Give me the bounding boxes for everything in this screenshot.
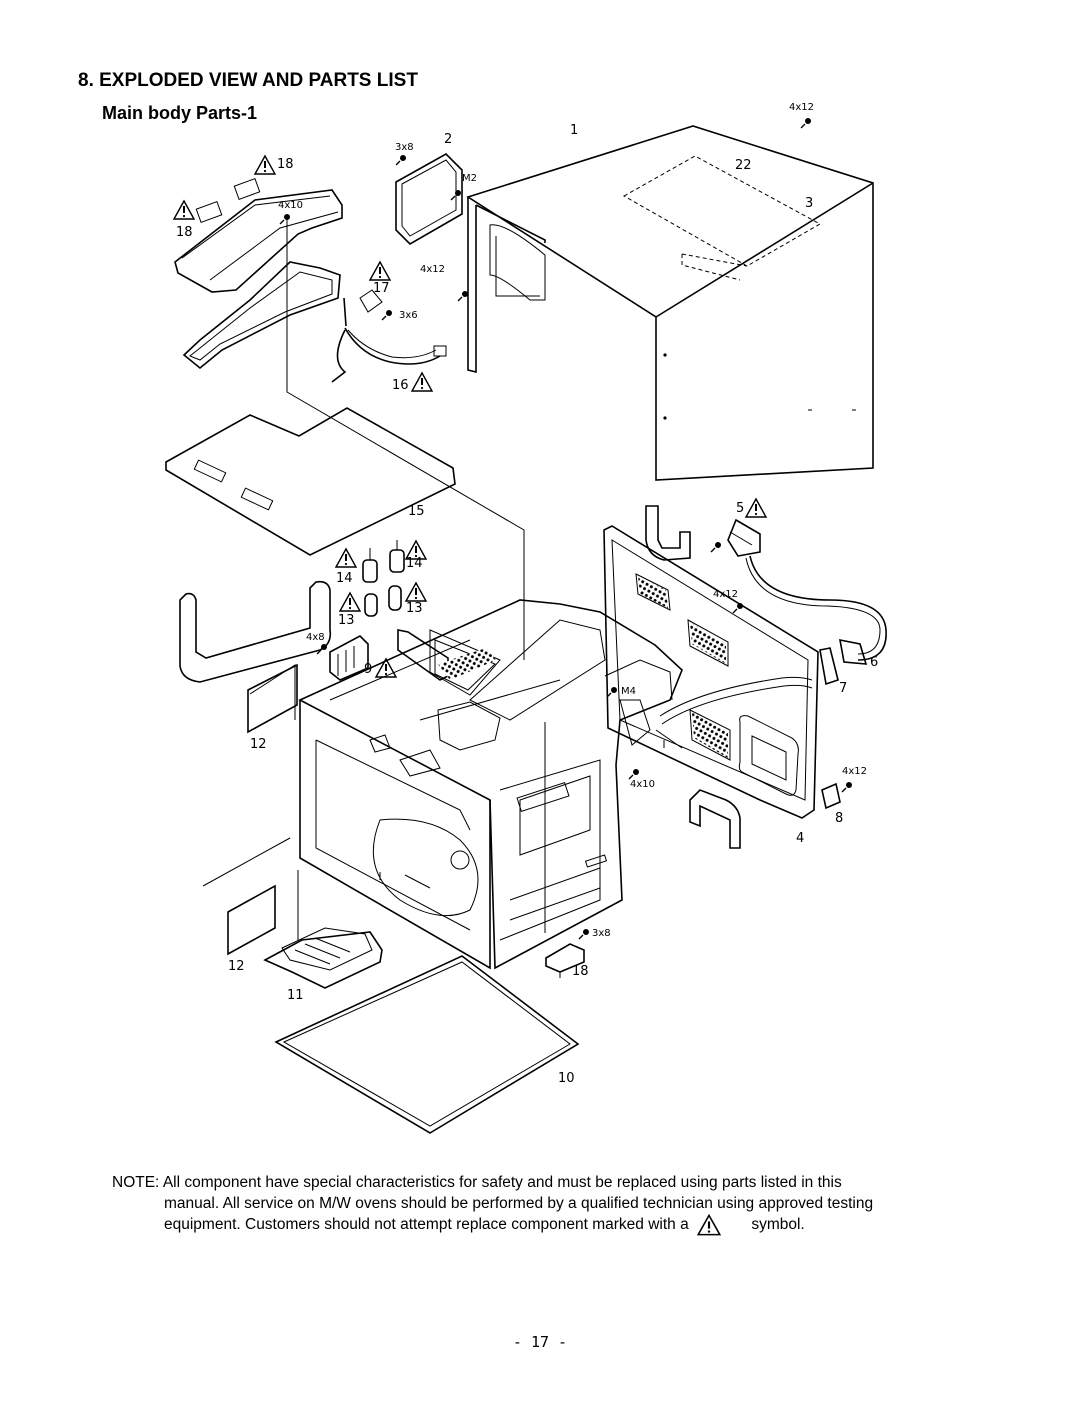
screw-label-4x8: 4x8 (306, 632, 325, 643)
callout-12b: 12 (228, 959, 245, 974)
screw-label-4x10-top: 4x10 (278, 200, 303, 211)
door-seal-loop (179, 580, 332, 683)
bracket-handle-top (645, 505, 691, 561)
screw-label-4x10-low: 4x10 (630, 779, 655, 790)
callout-8: 8 (835, 811, 843, 826)
callout-15: 15 (408, 504, 425, 519)
callout-13b: 13 (406, 601, 423, 616)
callout-14b: 14 (406, 556, 423, 571)
terminal-block-9 (329, 635, 369, 681)
warning-triangle-icons (173, 155, 767, 678)
waveguide-cover-part (395, 153, 463, 245)
main-chassis (298, 599, 683, 970)
warning-triangle-icon (697, 1214, 722, 1236)
screw-label-3x6: 3x6 (399, 310, 418, 321)
screw-label-3x8-low: 3x8 (592, 928, 611, 939)
note-line-1: NOTE: All component have special charact… (112, 1174, 842, 1191)
exploded-view-diagram: 1 2 3 4 5 6 7 8 9 10 11 12 12 13 13 14 1… (165, 102, 887, 1134)
screw-label-4x12-mid: 4x12 (420, 264, 445, 275)
callout-17: 17 (373, 281, 390, 296)
outer-cabinet-part (466, 125, 874, 481)
base-tray-11 (263, 927, 383, 989)
screw-label-4x12-top: 4x12 (789, 102, 814, 113)
callout-3: 3 (805, 196, 813, 211)
capacitor-18 (545, 943, 585, 978)
screw-label-m2: M2 (462, 173, 477, 184)
callout-5: 5 (736, 501, 744, 516)
insulation-sheet-12a (247, 663, 298, 734)
note-line-3: equipment. Customers should not attempt … (164, 1216, 689, 1234)
callout-7: 7 (839, 681, 847, 696)
section-subtitle: Main body Parts-1 (102, 103, 258, 123)
bottom-plate-10 (274, 955, 580, 1134)
callout-11: 11 (287, 988, 304, 1003)
callout-4: 4 (796, 831, 804, 846)
leader-lines (202, 218, 546, 940)
fuse-holders (362, 540, 405, 617)
note-symbol-word: symbol. (751, 1216, 805, 1234)
insulation-sheet-12b (227, 884, 276, 956)
callout-22: 22 (735, 158, 752, 173)
support-rod-17 (343, 297, 347, 327)
wire-harness-16 (331, 289, 447, 383)
callout-6: 6 (870, 655, 878, 670)
rear-panel-4 (603, 525, 819, 819)
callout-14a: 14 (336, 571, 353, 586)
screw-label-3x8-top: 3x8 (395, 142, 414, 153)
callout-9: 9 (364, 662, 372, 677)
callout-16: 16 (392, 378, 409, 393)
base-plate-15 (165, 407, 456, 556)
safety-note: NOTE: All component have special charact… (112, 1172, 992, 1236)
callout-13a: 13 (338, 613, 355, 628)
screw-label-4x12-back: 4x12 (713, 589, 738, 600)
screw-label-m4: M4 (621, 686, 636, 697)
callout-10: 10 (558, 1071, 575, 1086)
vent-grid-a (438, 576, 728, 758)
bracket-assembly-18 (174, 178, 343, 370)
callout-1: 1 (570, 123, 578, 138)
callout-2: 2 (444, 132, 452, 147)
bracket-handle-low (689, 789, 741, 849)
callout-12a: 12 (250, 737, 267, 752)
screw-label-4x12-low: 4x12 (842, 766, 867, 777)
callout-18c: 18 (572, 964, 589, 979)
dashed-panel-22 (622, 155, 822, 281)
note-line-2: manual. All service on M/W ovens should … (164, 1195, 874, 1212)
page-number: - 17 - (512, 1333, 568, 1351)
bracket-handle-9 (397, 629, 449, 681)
screw-size-labels: 4x12 3x8 M2 4x10 4x12 3x6 4x8 4x12 M4 4x… (278, 102, 867, 939)
callout-18b: 18 (176, 225, 193, 240)
callout-labels: 1 2 3 4 5 6 7 8 9 10 11 12 12 13 13 14 1… (176, 123, 878, 1086)
power-cord-5 (659, 518, 887, 810)
page-title: 8. EXPLODED VIEW AND PARTS LIST (78, 70, 418, 91)
callout-18a: 18 (277, 157, 294, 172)
